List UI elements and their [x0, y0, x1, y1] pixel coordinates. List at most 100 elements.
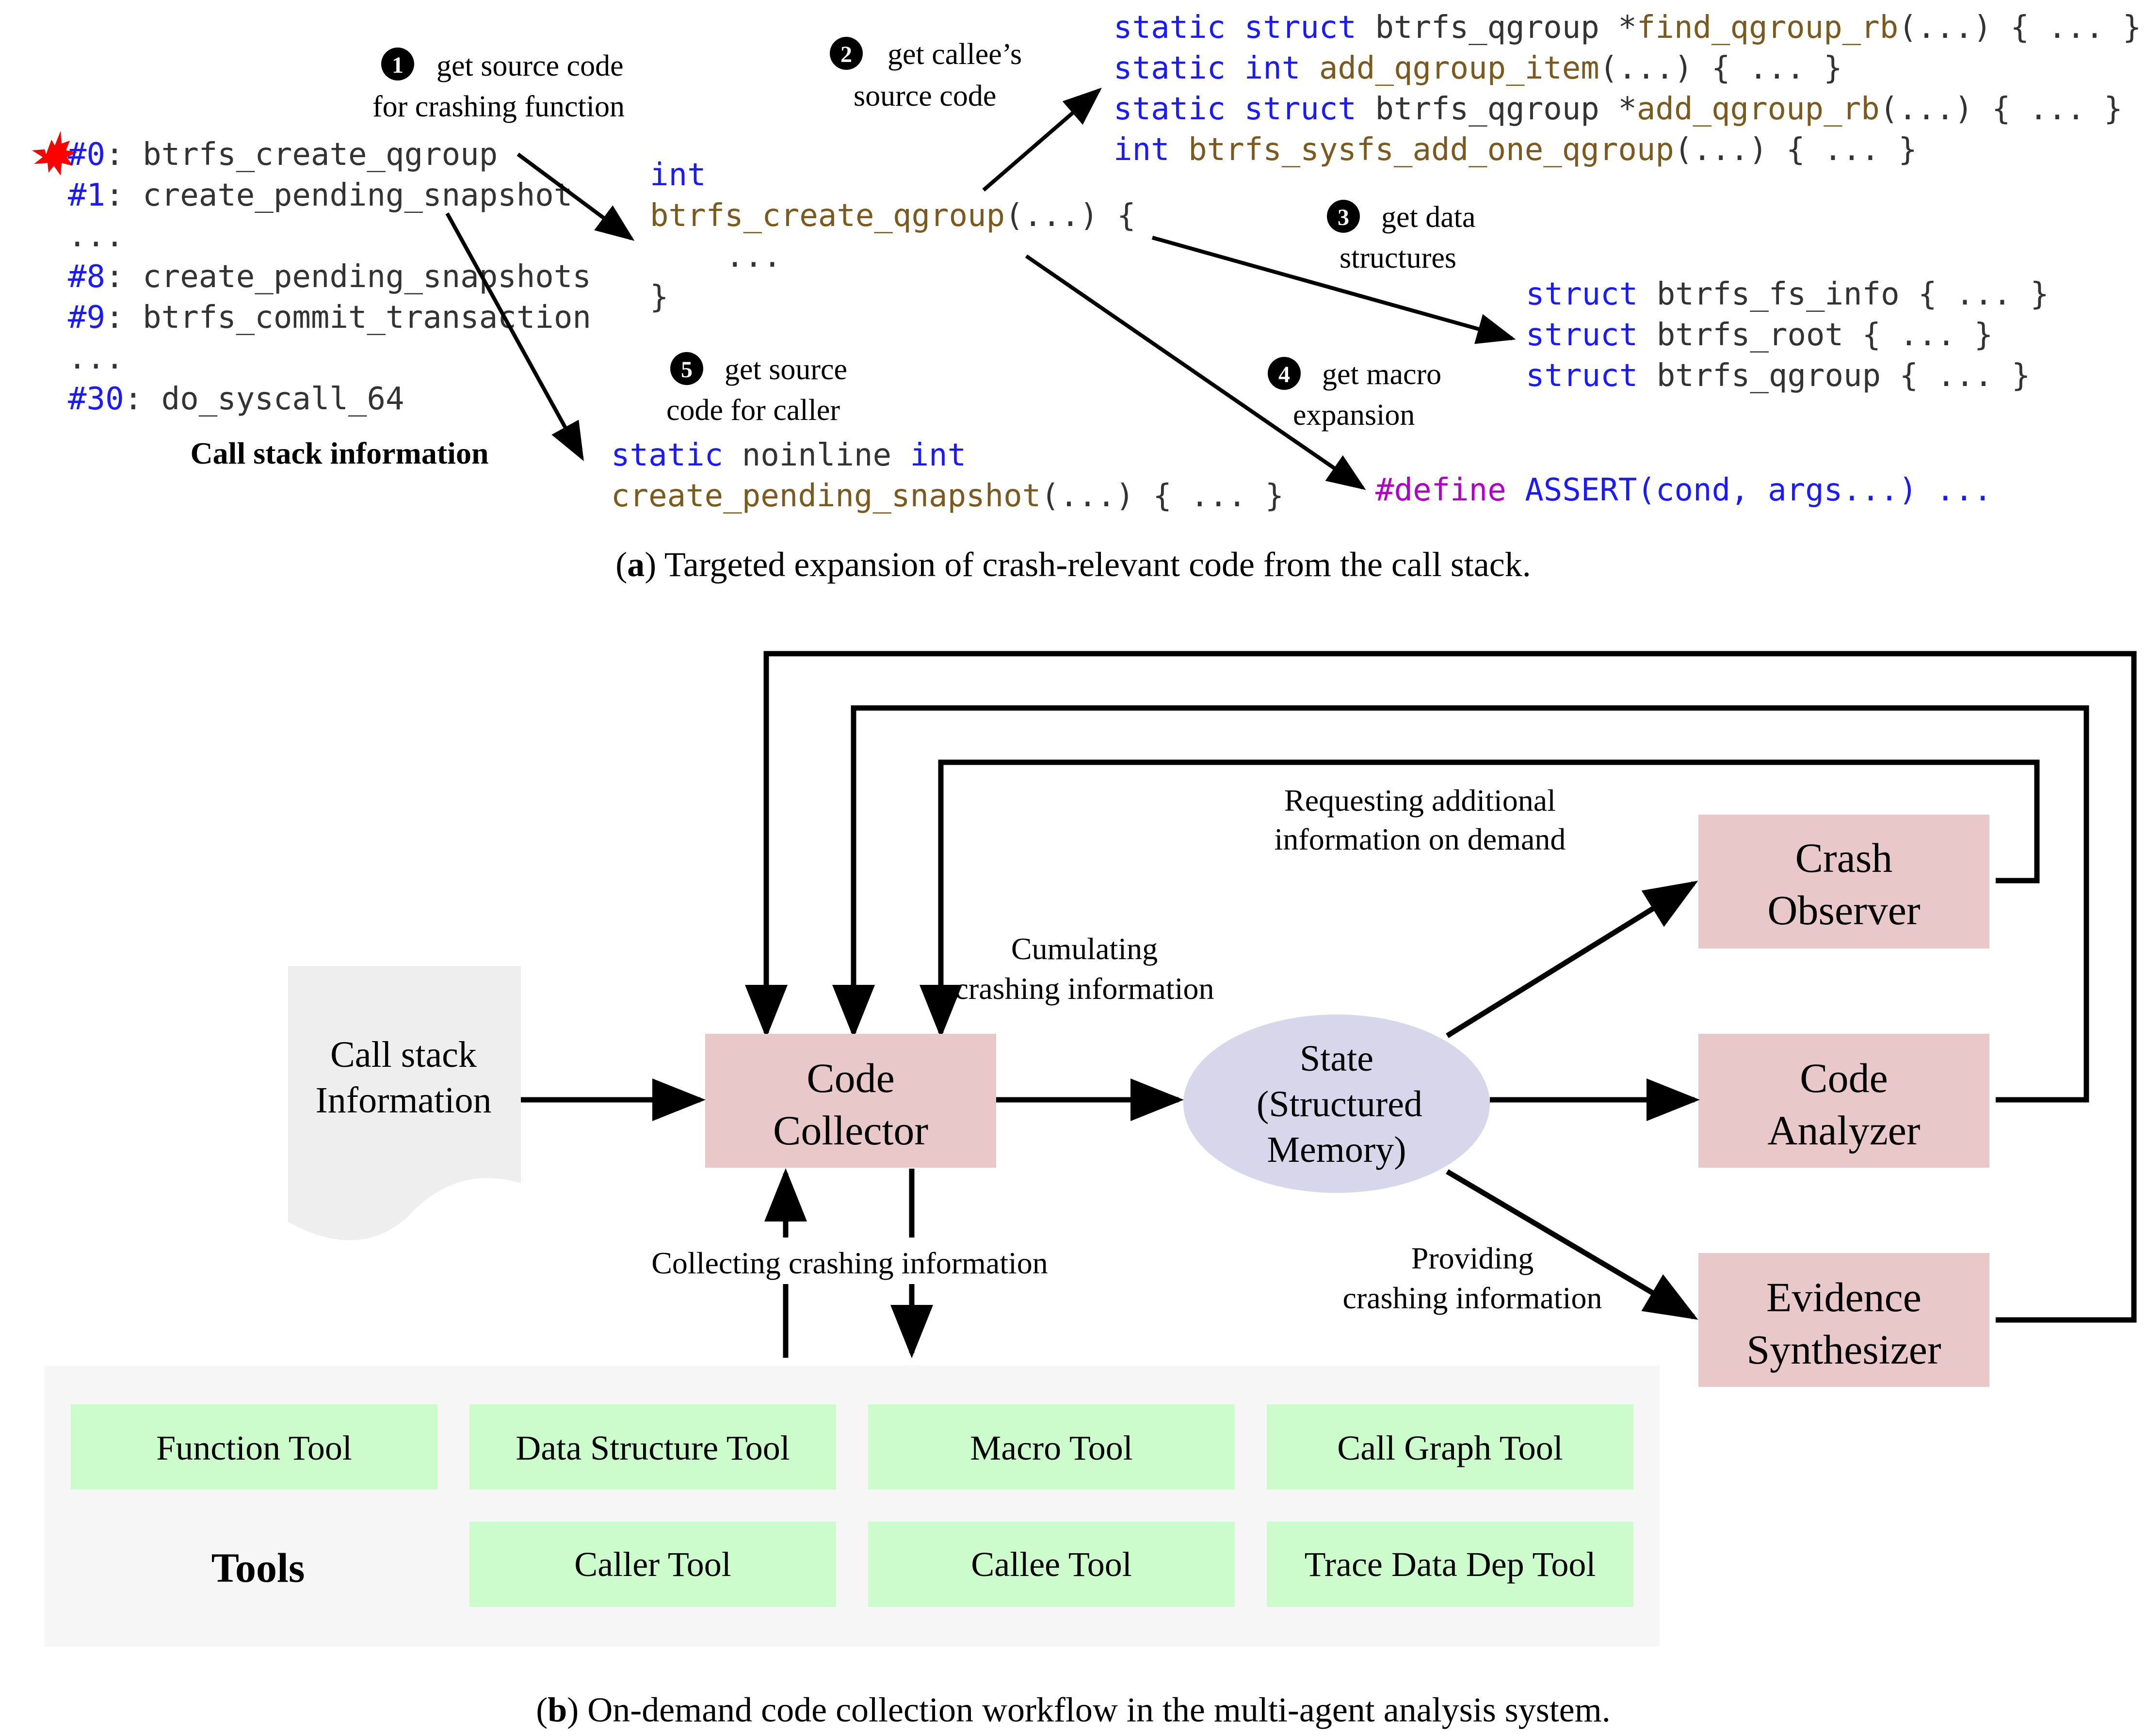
panel-b: Requesting additional information on dem… — [45, 651, 2137, 1729]
frame-index: #8 — [68, 259, 105, 295]
code-body: ... — [726, 239, 782, 274]
stack-frame: #1: create_pending_snapshot — [68, 177, 572, 213]
step-4-label: 4 get macro expansion — [1268, 357, 1441, 432]
caption-b: (b) On-demand code collection workflow i… — [536, 1690, 1611, 1729]
svg-text:Evidence: Evidence — [1766, 1274, 1921, 1320]
panel-a-arrows — [445, 87, 1516, 490]
collecting-label-bg — [632, 1238, 1065, 1284]
svg-text:get source code: get source code — [436, 49, 624, 82]
svg-text:State: State — [1300, 1038, 1373, 1079]
frame-index: #30 — [68, 381, 124, 417]
crash-observer-box: Crash Observer — [1698, 815, 1989, 948]
step-3-label: 3 get data structures — [1327, 200, 1476, 274]
step-1-label: 1 get source code for crashing function — [372, 48, 625, 123]
svg-text:Callee Tool: Callee Tool — [971, 1545, 1132, 1584]
arrow-step-4 — [1025, 254, 1366, 490]
svg-text:5: 5 — [681, 357, 693, 383]
tools-panel: Function Tool Data Structure Tool Macro … — [45, 1366, 1660, 1647]
providing-label-2: crashing information — [1343, 1281, 1602, 1315]
stack-frame: #0: btrfs_create_qgroup — [68, 137, 498, 173]
svg-text:Caller Tool: Caller Tool — [574, 1545, 731, 1584]
svg-text:source code: source code — [854, 80, 996, 113]
arrow-step-1 — [517, 152, 635, 241]
call-stack-frames: #0: btrfs_create_qgroup #1: create_pendi… — [68, 137, 591, 417]
svg-text:code for caller: code for caller — [666, 394, 840, 427]
crash-function-code: int btrfs_create_qgroup(...) { ... } — [650, 157, 1136, 315]
svg-text:Data Structure Tool: Data Structure Tool — [516, 1429, 790, 1467]
code-signature: btrfs_create_qgroup(...) { — [650, 198, 1136, 234]
tool-item: Macro Tool — [868, 1404, 1235, 1490]
callee-line: int btrfs_sysfs_add_one_qgroup(...) { ..… — [1114, 132, 1917, 168]
svg-text:3: 3 — [1338, 205, 1349, 230]
caption-a: (a) Targeted expansion of crash-relevant… — [615, 545, 1531, 584]
frame-index: #9 — [68, 300, 105, 336]
tool-item: Function Tool — [71, 1404, 437, 1490]
struct-line: struct btrfs_fs_info { ... } — [1526, 276, 2049, 312]
svg-text:Crash: Crash — [1795, 835, 1893, 881]
loop-crash-observer — [920, 759, 2040, 1038]
requesting-label-2: information on demand — [1275, 822, 1566, 856]
svg-text:get data: get data — [1381, 201, 1476, 234]
frame-index: #0 — [68, 137, 105, 173]
svg-text:Code: Code — [807, 1055, 895, 1101]
callee-line: static int add_qgroup_item(...) { ... } — [1114, 50, 1842, 86]
stack-ellipsis: ... — [68, 340, 124, 376]
tool-item: Trace Data Dep Tool — [1267, 1522, 1633, 1607]
svg-text:Analyzer: Analyzer — [1767, 1107, 1920, 1154]
stack-frame: #8: create_pending_snapshots — [68, 259, 591, 295]
providing-label: Providing — [1411, 1241, 1534, 1275]
loop-evidence-synthesizer — [745, 651, 2137, 1323]
svg-text:Synthesizer: Synthesizer — [1746, 1326, 1941, 1373]
step-1-badge — [381, 48, 414, 80]
svg-text:get callee’s: get callee’s — [888, 38, 1022, 71]
step-2-badge — [830, 37, 863, 70]
call-stack-label: Call stack information — [190, 436, 488, 470]
arrow-state-to-observer — [1446, 881, 1698, 1038]
state-memory-node: State (Structured Memory) — [1183, 1014, 1490, 1193]
svg-text:Observer: Observer — [1767, 887, 1920, 933]
collecting-label: Collecting crashing information — [651, 1246, 1048, 1280]
frame-name: : btrfs_create_qgroup — [105, 137, 498, 173]
struct-line: struct btrfs_qgroup { ... } — [1526, 358, 2030, 394]
callee-line: static struct btrfs_qgroup *add_qgroup_r… — [1114, 91, 2123, 127]
arrow-state-to-synthesizer — [1446, 1169, 1698, 1320]
svg-text:Call stack: Call stack — [330, 1034, 477, 1075]
arrow-step-5 — [445, 212, 584, 462]
frame-name: : do_syscall_64 — [124, 381, 404, 417]
svg-text:4: 4 — [1278, 362, 1290, 387]
svg-text:Information: Information — [315, 1080, 491, 1121]
evidence-synthesizer-box: Evidence Synthesizer — [1698, 1253, 1989, 1387]
loop-code-analyzer — [832, 705, 2089, 1103]
svg-text:get macro: get macro — [1322, 358, 1441, 391]
tool-item: Data Structure Tool — [469, 1404, 836, 1490]
svg-text:expansion: expansion — [1293, 399, 1415, 432]
svg-text:Trace Data Dep Tool: Trace Data Dep Tool — [1305, 1545, 1596, 1584]
document-shape — [288, 966, 521, 1240]
svg-text:1: 1 — [392, 52, 404, 78]
tool-item: Caller Tool — [469, 1522, 836, 1607]
svg-text:Memory): Memory) — [1267, 1129, 1406, 1170]
caller-line: static noinline int — [611, 437, 966, 473]
step-5-label: 5 get source code for caller — [666, 352, 847, 427]
step-2-label: 2 get callee’s source code — [830, 37, 1022, 113]
callee-code: static struct btrfs_qgroup *find_qgroup_… — [1114, 10, 2141, 168]
struct-line: struct btrfs_root { ... } — [1526, 317, 1993, 353]
svg-text:(Structured: (Structured — [1257, 1084, 1422, 1125]
step-4-badge — [1268, 357, 1301, 390]
stack-ellipsis: ... — [68, 218, 124, 254]
code-analyzer-box: Code Analyzer — [1698, 1034, 1989, 1168]
svg-text:for crashing function: for crashing function — [372, 90, 625, 123]
code-return-type: int — [650, 157, 706, 193]
frame-index: #1 — [68, 177, 105, 213]
arrow-step-3 — [1151, 236, 1516, 344]
struct-code: struct btrfs_fs_info { ... } struct btrf… — [1526, 276, 2049, 394]
code-close: } — [650, 279, 669, 315]
call-stack-document: Call stack Information — [288, 966, 521, 1240]
svg-text:Function Tool: Function Tool — [156, 1429, 352, 1467]
svg-text:Collector: Collector — [773, 1107, 928, 1154]
caller-code: static noinline int create_pending_snaps… — [611, 437, 1284, 514]
arrow-step-2 — [982, 87, 1102, 192]
cumulating-label-2: crashing information — [955, 971, 1214, 1006]
svg-text:Code: Code — [1800, 1055, 1888, 1101]
